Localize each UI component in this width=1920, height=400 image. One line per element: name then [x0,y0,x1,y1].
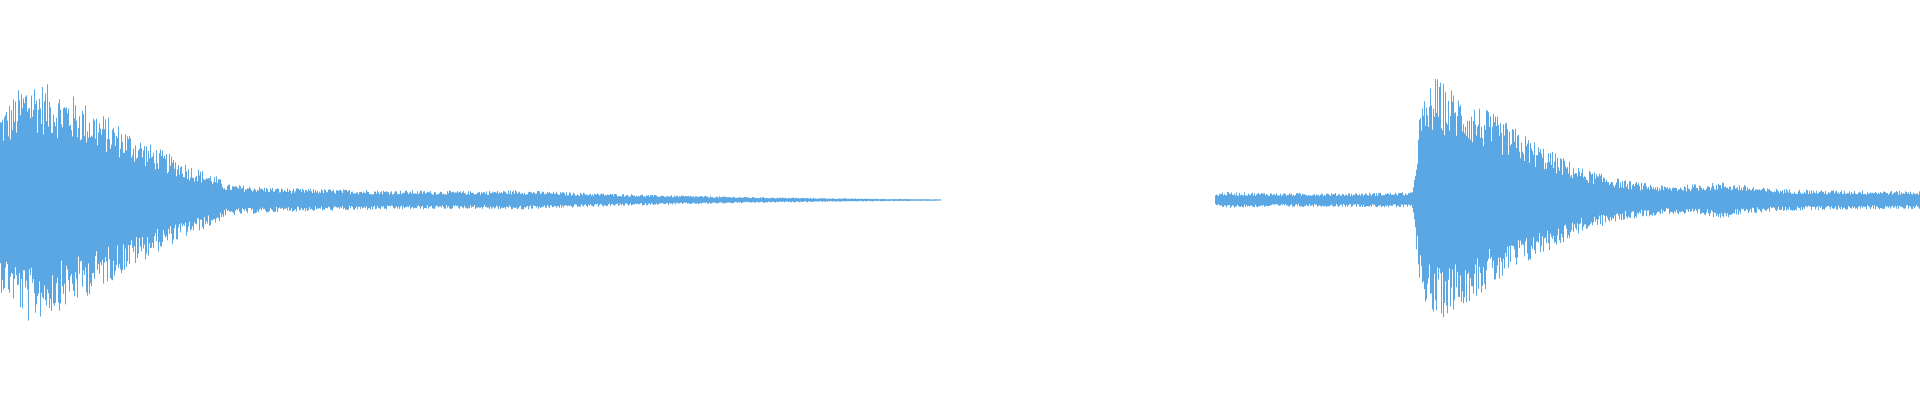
waveform-clip-2-path [1215,78,1920,318]
waveform-clip-1 [0,84,941,321]
waveform-clip-2 [1215,78,1920,318]
waveform-clip-1-path [0,84,941,321]
